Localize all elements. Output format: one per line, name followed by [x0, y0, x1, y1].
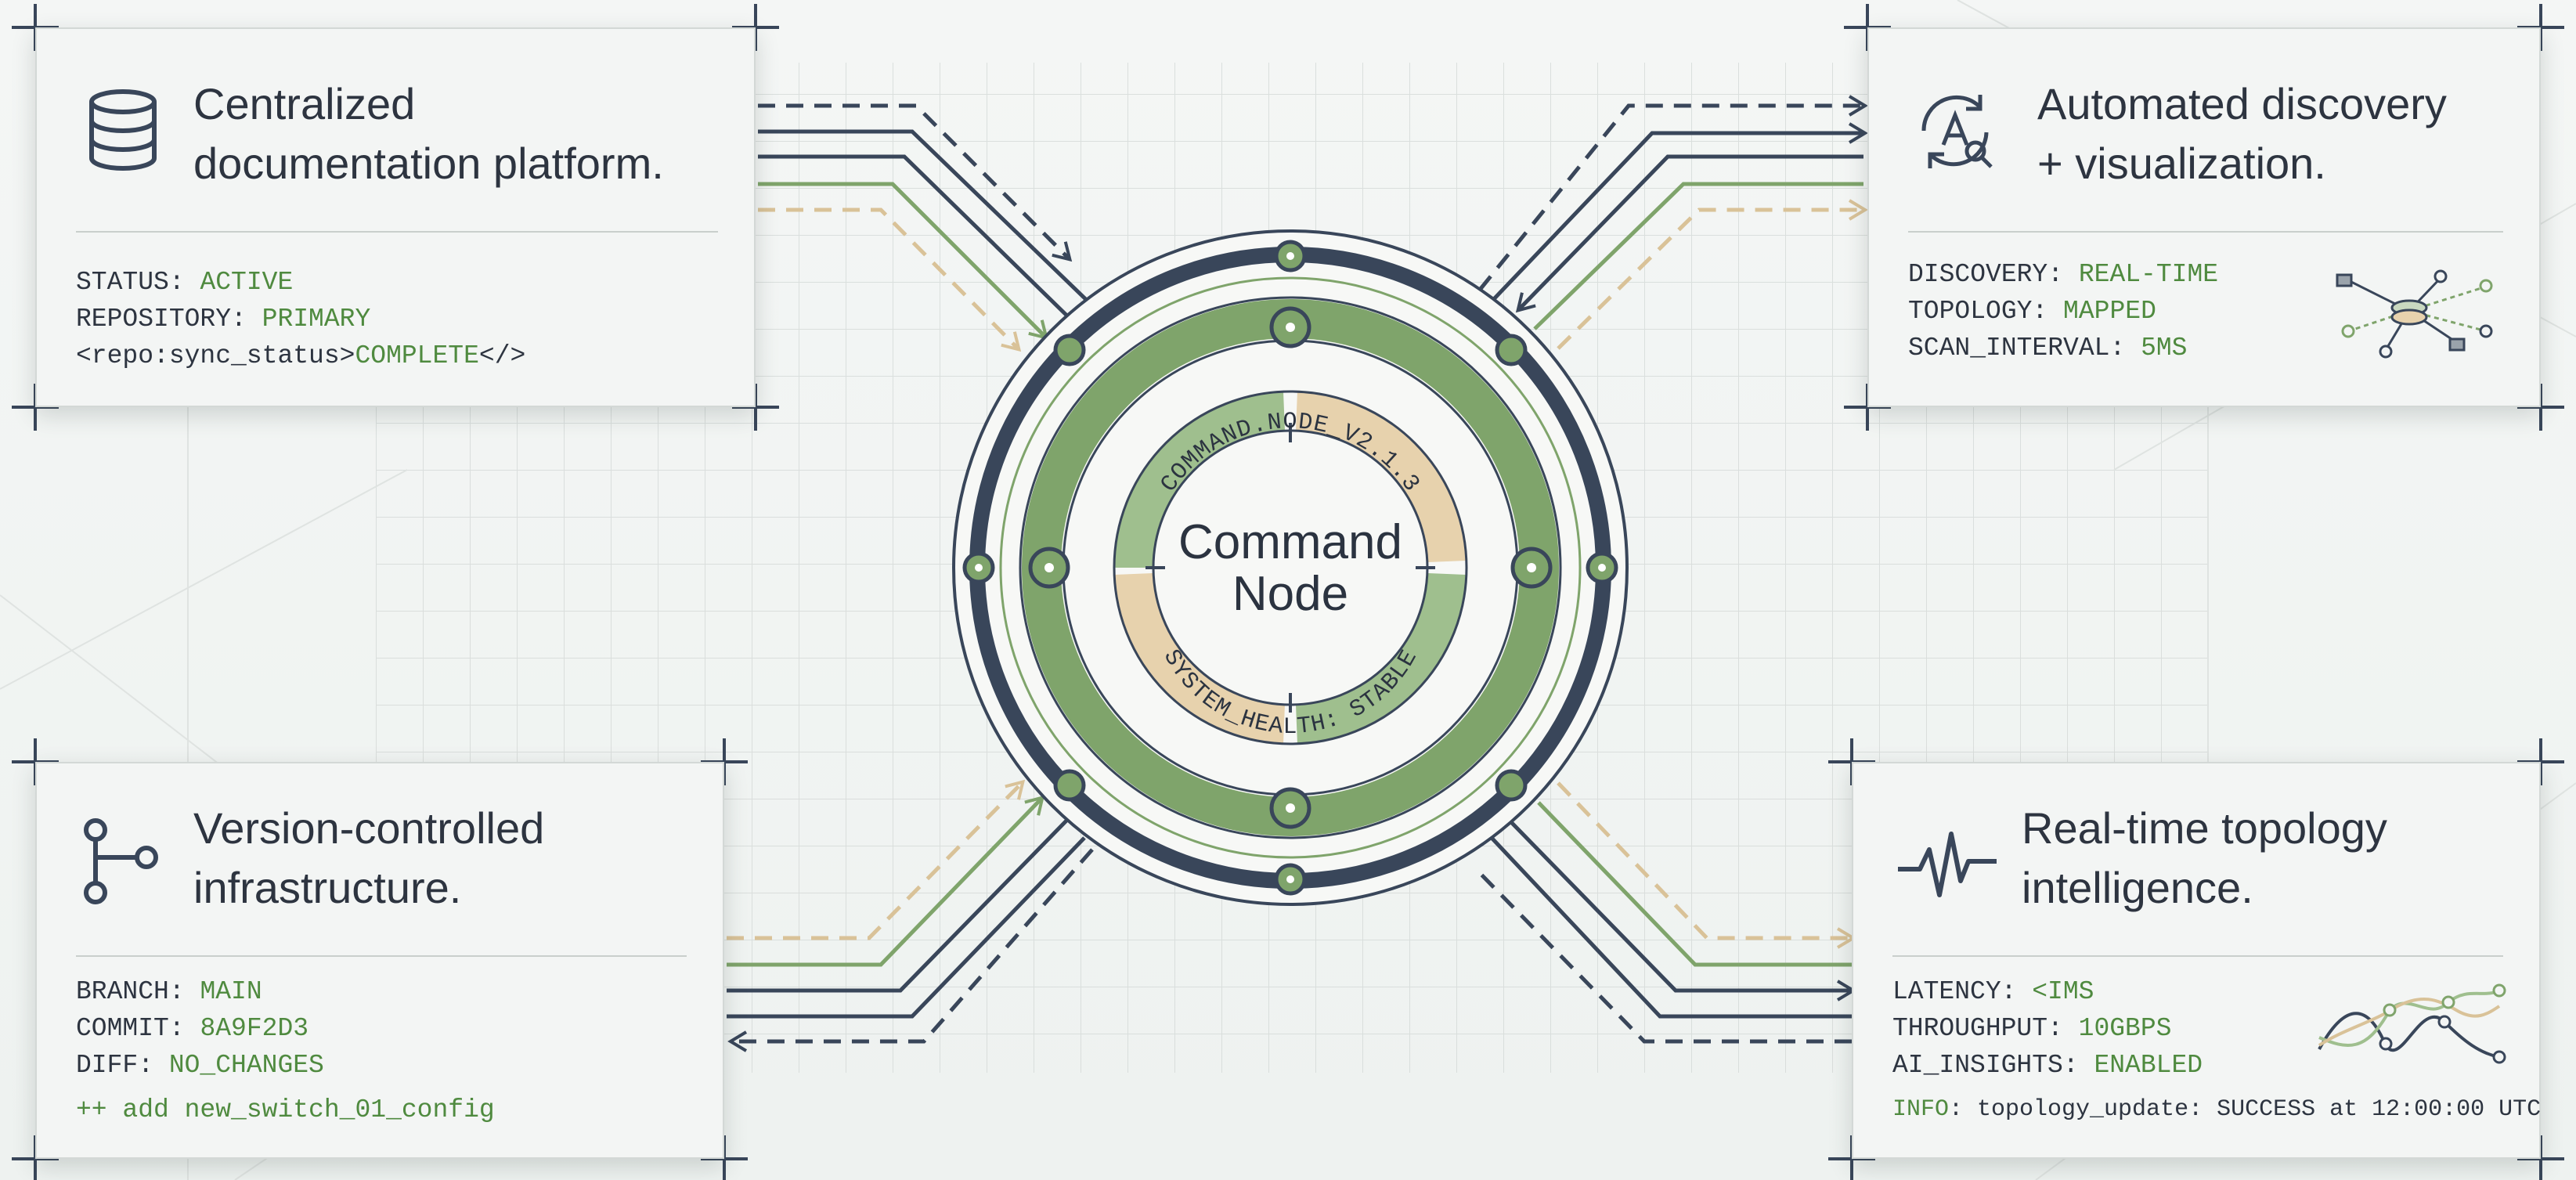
connector-top-left: [758, 103, 1098, 352]
magnify-refresh-icon: [1908, 84, 2002, 182]
status-fields: DISCOVERY: REAL-TIME TOPOLOGY: MAPPED SC…: [1908, 256, 2218, 366]
field-row: COMMIT: 8A9F2D3: [76, 1014, 309, 1043]
field-row: DIFF: NO_CHANGES: [76, 1051, 324, 1080]
field-row: DISCOVERY: REAL-TIME: [1908, 260, 2219, 289]
hub-title-line2: Node: [1232, 567, 1349, 621]
status-fields: BRANCH: MAIN COMMIT: 8A9F2D3 DIFF: NO_CH…: [76, 973, 495, 1128]
card-version-control[interactable]: Version-controlled infrastructure. BRANC…: [35, 762, 724, 1159]
divider: [1892, 955, 2503, 957]
hub-title: Command Node: [1134, 517, 1447, 620]
card-realtime-intelligence[interactable]: Real-time topology intelligence. LATENCY…: [1852, 762, 2541, 1159]
code-line: <repo:sync_status>COMPLETE</>: [76, 341, 526, 370]
connector-bottom-left: [727, 779, 1094, 1052]
card-documentation[interactable]: Centralized documentation platform. STAT…: [35, 27, 756, 407]
diff-line: ++ add new_switch_01_config: [76, 1095, 495, 1124]
field-row: SCAN_INTERVAL: 5MS: [1908, 334, 2188, 363]
status-fields: LATENCY: <IMS THROUGHPUT: 10GBPS AI_INSI…: [1892, 973, 2541, 1128]
command-node-hub[interactable]: COMMAND.NODE_V2.1.3 SYSTEM_HEALTH: STABL…: [952, 229, 1629, 906]
field-row: REPOSITORY: PRIMARY: [76, 305, 371, 334]
divider: [76, 231, 718, 233]
divider: [76, 955, 687, 957]
git-branch-icon: [80, 814, 166, 912]
divider: [1908, 231, 2503, 233]
info-line: INFO: topology_update: SUCCESS at 12:00:…: [1892, 1096, 2542, 1123]
field-row: BRANCH: MAIN: [76, 977, 262, 1006]
field-row: TOPOLOGY: MAPPED: [1908, 297, 2156, 326]
network-topology-icon: [2331, 256, 2503, 377]
database-icon: [84, 88, 162, 178]
card-title: Centralized documentation platform.: [193, 79, 664, 188]
card-title: Real-time topology intelligence.: [2022, 803, 2387, 912]
hub-title-line1: Command: [1178, 515, 1402, 569]
connector-top-right: [1478, 95, 1868, 350]
connector-bottom-right: [1478, 781, 1856, 1044]
field-row: STATUS: ACTIVE: [76, 268, 294, 297]
card-title: Version-controlled infrastructure.: [193, 803, 545, 912]
field-row: THROUGHPUT: 10GBPS: [1892, 1014, 2172, 1043]
card-discovery[interactable]: Automated discovery + visualization. DIS…: [1867, 27, 2541, 407]
card-title: Automated discovery + visualization.: [2037, 79, 2447, 188]
field-row: LATENCY: <IMS: [1892, 977, 2094, 1006]
status-fields: STATUS: ACTIVE REPOSITORY: PRIMARY <repo…: [76, 264, 525, 374]
pulse-icon: [1896, 826, 1998, 908]
field-row: AI_INSIGHTS: ENABLED: [1892, 1051, 2203, 1080]
line-graph-icon: [2311, 975, 2507, 1073]
